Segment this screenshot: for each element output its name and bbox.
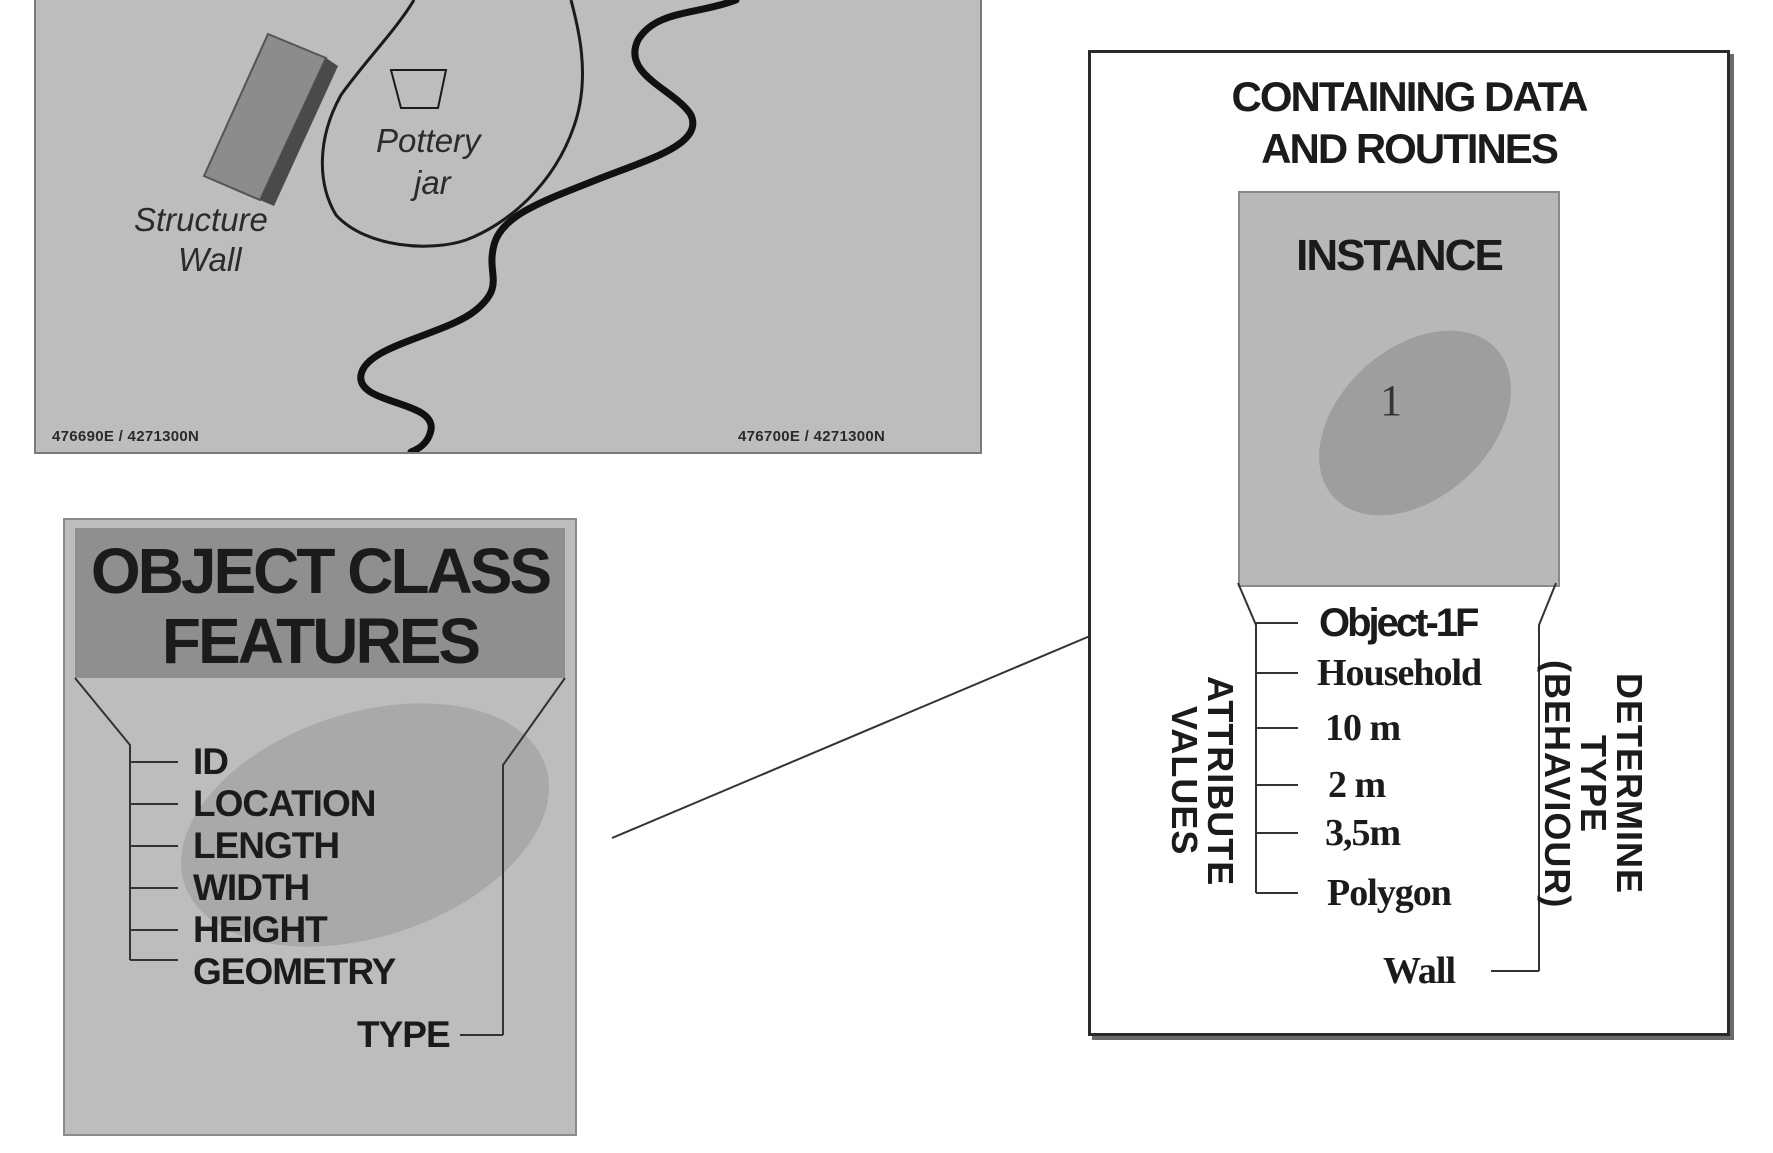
coordinate-left: 476690E / 4271300N — [52, 428, 200, 445]
wall-label: Wall — [178, 241, 242, 278]
value-geometry: Polygon — [1327, 872, 1452, 914]
site-map: Structure Wall Pottery jar 476690E / 427… — [34, 0, 982, 454]
determine-label-line3: (BEHAVIOUR) — [1537, 659, 1578, 909]
attr-geometry: GEOMETRY — [193, 951, 396, 992]
determine-label-line1: DETERMINE — [1609, 673, 1650, 895]
object-class-panel: OBJECT CLASS FEATURES ID LOCATION LENGTH… — [63, 518, 577, 1136]
structure-wall-shape — [202, 32, 338, 206]
instance-panel: CONTAINING DATA AND ROUTINES INSTANCE 1 … — [1088, 50, 1730, 1036]
attr-width: WIDTH — [193, 867, 310, 908]
instance-label: INSTANCE — [1296, 231, 1504, 280]
pottery-area-outline — [320, 0, 584, 248]
value-height: 3,5m — [1325, 812, 1401, 854]
instance-blob — [1319, 330, 1511, 516]
value-length: 10 m — [1325, 707, 1401, 749]
attribute-values-label-line2: VALUES — [1164, 706, 1205, 856]
value-household: Household — [1317, 652, 1482, 694]
value-type-wall: Wall — [1383, 950, 1456, 992]
jar-label: jar — [414, 164, 451, 201]
value-width: 2 m — [1328, 764, 1386, 806]
containing-title-line2: AND ROUTINES — [1261, 125, 1559, 172]
object-class-title-box: OBJECT CLASS FEATURES — [75, 528, 565, 678]
object-class-title: OBJECT CLASS — [90, 535, 552, 607]
coordinate-right: 476700E / 4271300N — [738, 428, 886, 445]
pottery-jar-icon — [389, 69, 448, 109]
map-drawing — [202, 0, 740, 452]
attribute-values-label: ATTRIBUTE VALUES — [1164, 626, 1241, 936]
river-line — [357, 0, 740, 452]
attribute-values-label-line1: ATTRIBUTE — [1200, 675, 1241, 887]
instance-bracket — [1237, 582, 1557, 972]
attr-height: HEIGHT — [193, 909, 328, 950]
pottery-label: Pottery — [376, 122, 481, 159]
attr-location: LOCATION — [193, 783, 376, 824]
containing-title-line1: CONTAINING DATA — [1231, 73, 1589, 120]
instance-box: INSTANCE 1 — [1238, 191, 1560, 587]
object-class-bracket — [74, 677, 566, 1036]
determine-label-line2: TYPE — [1573, 734, 1614, 834]
structure-label: Structure — [134, 201, 268, 238]
attr-length: LENGTH — [193, 825, 340, 866]
containing-title: CONTAINING DATA AND ROUTINES — [1091, 71, 1727, 175]
instance-number: 1 — [1380, 376, 1402, 425]
class-blob — [181, 703, 549, 947]
type-label: TYPE — [357, 1014, 451, 1055]
features-title: FEATURES — [161, 605, 481, 677]
determine-type-label: DETERMINE TYPE (BEHAVIOUR) — [1537, 639, 1650, 929]
attr-id: ID — [193, 741, 229, 782]
value-object-id: Object-1F — [1319, 601, 1479, 645]
